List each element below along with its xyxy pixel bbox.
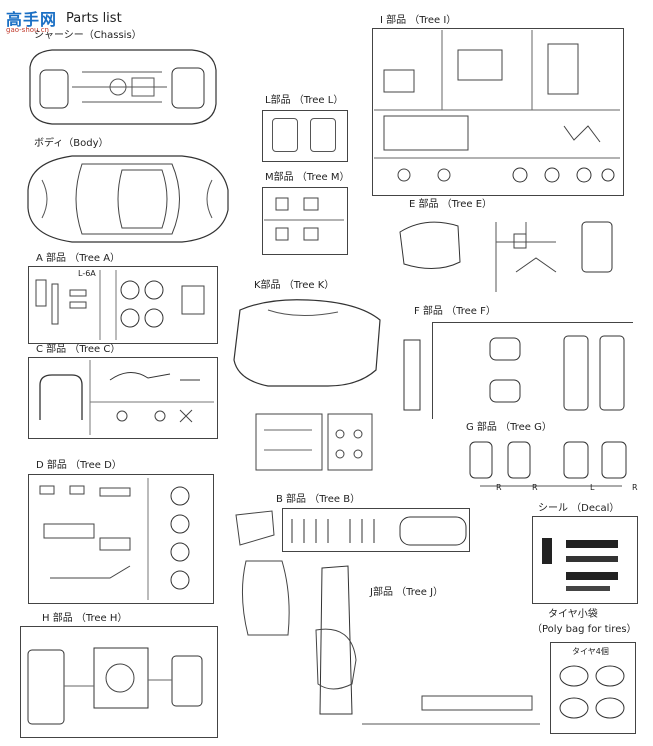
tree-a-runner [28, 266, 218, 344]
section-tree-f-label: F 部品 （Tree F） [414, 306, 496, 317]
tree-g-mark-r3: R [632, 483, 638, 492]
tires-bag [550, 642, 636, 734]
section-tires-en-label: （Poly bag for tires） [532, 624, 637, 635]
tree-h-runner [20, 626, 218, 738]
section-tree-m-label: M部品 （Tree M） [265, 172, 350, 183]
tree-h-parts [27, 647, 203, 725]
section-tree-e-label: E 部品 （Tree E） [409, 199, 493, 210]
watermark-url: gao-shou.cn [6, 26, 49, 34]
tires-bag-label: タイヤ4個 [572, 647, 609, 656]
chassis-drawing [29, 49, 217, 125]
tree-d-runner [28, 474, 214, 604]
decal-graphics [542, 538, 618, 591]
tree-m-runner [262, 187, 348, 255]
body-drawing [27, 155, 229, 243]
tree-d-parts [39, 478, 190, 600]
section-tree-g-label: G 部品 （Tree G） [466, 422, 552, 433]
tree-i-parts [374, 30, 620, 183]
tree-g-mark-l1: L [590, 483, 595, 492]
tree-l-part-right [310, 118, 336, 152]
page-title: Parts list [66, 11, 122, 26]
section-tree-b-label: B 部品 （Tree B） [276, 494, 361, 505]
tree-l-runner [262, 110, 348, 162]
section-tree-c-label: C 部品 （Tree C） [36, 344, 121, 355]
section-tree-d-label: D 部品 （Tree D） [36, 460, 122, 471]
section-tree-l-label: L部品 （Tree L） [265, 95, 344, 106]
tree-c-runner [28, 357, 218, 439]
tree-c-parts [39, 360, 214, 435]
section-tree-h-label: H 部品 （Tree H） [42, 613, 128, 624]
tree-b-runner [282, 508, 470, 552]
tree-g-parts [469, 441, 627, 487]
tree-a-parts [35, 270, 205, 340]
tree-g-mark-r2: R [532, 483, 538, 492]
tree-a-code: L-6A [78, 269, 96, 278]
section-tree-a-label: A 部品 （Tree A） [36, 253, 121, 264]
tree-i-runner [372, 28, 624, 196]
tree-j-parts [315, 565, 540, 725]
tree-k-parts [233, 299, 381, 471]
tree-m-parts [264, 197, 344, 241]
decal-sheet [532, 516, 638, 604]
section-tires-jp-label: タイヤ小袋 [548, 609, 598, 620]
tree-f-runner [432, 322, 633, 419]
tree-f-parts [403, 335, 625, 411]
tree-b-parts [235, 510, 467, 636]
tree-l-part-left [272, 118, 298, 152]
tree-g-mark-r1: R [496, 483, 502, 492]
section-decal-label: シール （Decal） [538, 503, 620, 514]
section-tree-k-label: K部品 （Tree K） [254, 280, 335, 291]
tires-graphics [559, 665, 625, 719]
section-tree-j-label: J部品 （Tree J） [370, 587, 444, 598]
section-body-label: ボディ（Body） [34, 138, 109, 149]
section-tree-i-label: I 部品 （Tree I） [380, 15, 457, 26]
section-chassis-label: シャーシー（Chassis） [34, 30, 142, 41]
watermark-logo: 高手网 [6, 10, 58, 29]
tree-e-parts [399, 221, 613, 292]
